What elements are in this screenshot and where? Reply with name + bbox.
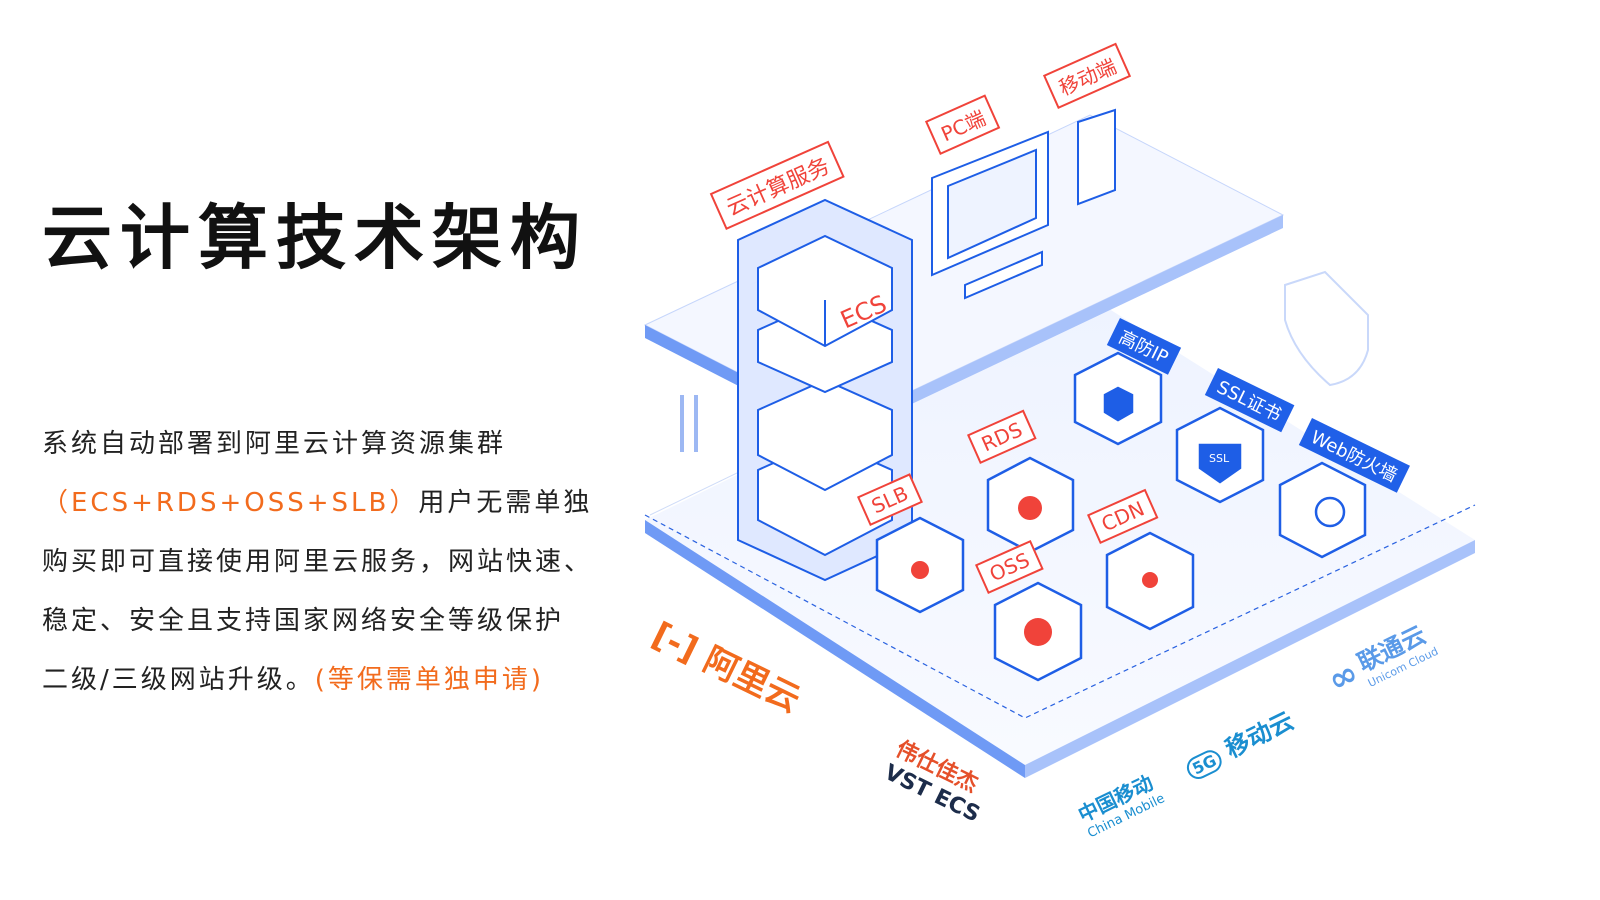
waf-cube xyxy=(1278,461,1367,559)
transfer-arrows-icon xyxy=(680,395,698,452)
cdn-cube xyxy=(1105,531,1195,631)
service-cubes xyxy=(875,351,1367,682)
mobile-phone-icon xyxy=(1077,108,1116,206)
description-line-5: 二级/三级网站升级。(等保需单独申请) xyxy=(42,651,652,710)
description-line-1: 系统自动部署到阿里云计算资源集群 xyxy=(42,429,507,459)
description-text: 二级/三级网站升级。 xyxy=(42,665,315,695)
anti-ddos-cube xyxy=(1073,351,1163,446)
shield-icon xyxy=(1284,270,1369,387)
description-line-3: 购买即可直接使用阿里云服务，网站快速、 xyxy=(42,547,594,577)
rds-cube xyxy=(986,456,1075,554)
oss-cube xyxy=(993,581,1083,682)
page-title: 云计算技术架构 xyxy=(42,197,588,279)
description-text: 用户无需单独 xyxy=(418,488,593,518)
description: 系统自动部署到阿里云计算资源集群 （ECS+RDS+OSS+SLB）用户无需单独… xyxy=(42,415,652,710)
pc-monitor-icon xyxy=(931,130,1049,300)
services-highlight: （ECS+RDS+OSS+SLB） xyxy=(42,488,419,518)
ecs-server-stack xyxy=(737,198,913,582)
ssl-badge: SSL xyxy=(1209,452,1230,465)
description-line-2: （ECS+RDS+OSS+SLB）用户无需单独 xyxy=(42,474,652,533)
ssl-cube xyxy=(1175,406,1265,504)
note-highlight: (等保需单独申请) xyxy=(314,665,545,695)
slb-cube xyxy=(875,516,965,614)
description-line-4: 稳定、安全且支持国家网络安全等级保护 xyxy=(42,606,565,636)
